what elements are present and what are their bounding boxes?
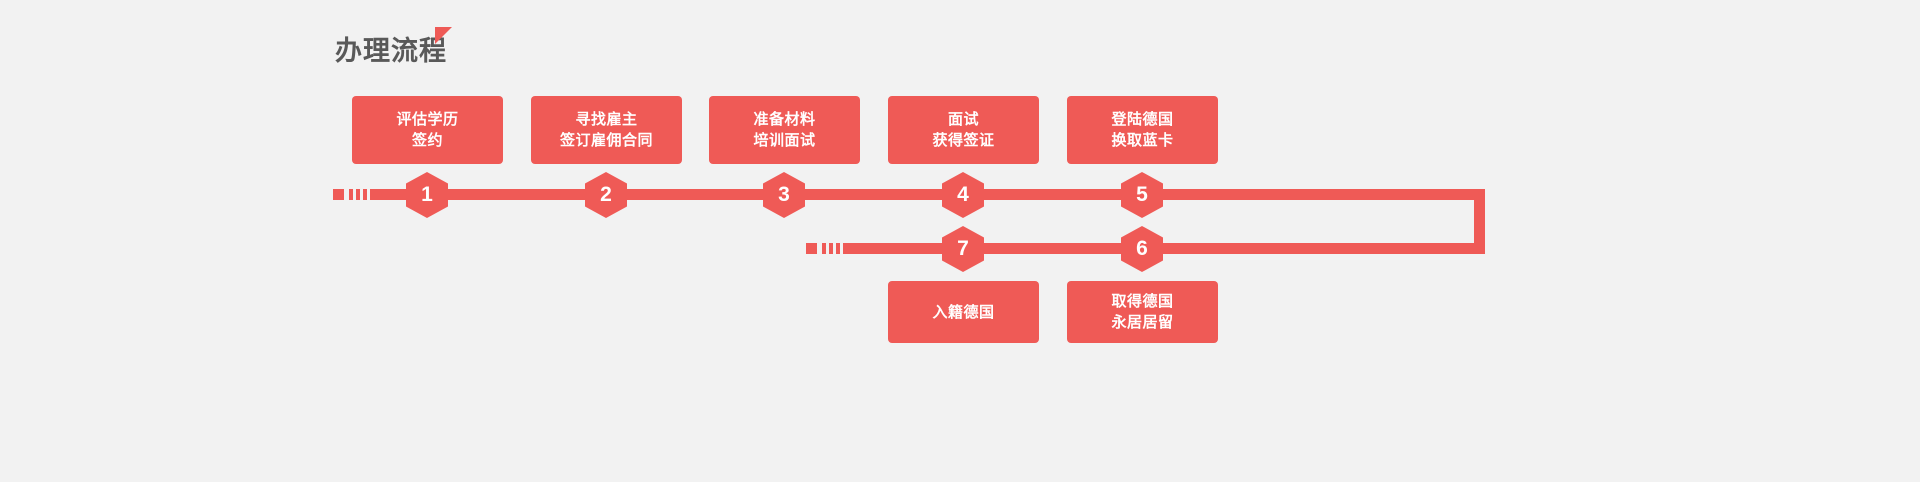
step-marker-1-label: 1 [421, 182, 433, 206]
step-marker-3[interactable]: 3 [763, 172, 805, 218]
step-card-1[interactable]: 评估学历 签约 [352, 96, 503, 164]
step-card-4[interactable]: 面试 获得签证 [888, 96, 1039, 164]
step-card-3-line-2: 培训面试 [753, 132, 816, 149]
step-card-5[interactable]: 登陆德国 换取蓝卡 [1067, 96, 1218, 164]
step-card-4-line-2: 获得签证 [932, 132, 995, 149]
track-start-tick-1 [349, 189, 353, 200]
page-title: 办理流程 [335, 36, 447, 66]
step-card-1-line-2: 签约 [411, 132, 443, 149]
step-card-2-line-1: 寻找雇主 [575, 111, 638, 128]
step-card-2[interactable]: 寻找雇主 签订雇佣合同 [531, 96, 682, 164]
step-card-5-line-1: 登陆德国 [1111, 111, 1174, 128]
step-marker-3-label: 3 [778, 182, 790, 206]
track-right-connector [1474, 189, 1485, 254]
step-card-2-line-2: 签订雇佣合同 [559, 132, 653, 149]
step-card-4-line-1: 面试 [947, 111, 979, 128]
step-card-3[interactable]: 准备材料 培训面试 [709, 96, 860, 164]
track-start-tick-2 [356, 189, 360, 200]
step-marker-6[interactable]: 6 [1121, 226, 1163, 272]
track-row2-start-tick-3 [836, 243, 840, 254]
step-marker-1[interactable]: 1 [406, 172, 448, 218]
step-marker-6-label: 6 [1136, 236, 1148, 260]
track-row2-start-tick-2 [829, 243, 833, 254]
step-card-6[interactable]: 取得德国 永居居留 [1067, 281, 1218, 343]
section-title-block: 办理流程 [335, 27, 452, 74]
track-row2-start-dash-square [806, 243, 817, 254]
step-card-1-line-1: 评估学历 [396, 111, 459, 128]
step-card-5-line-2: 换取蓝卡 [1111, 132, 1174, 149]
step-marker-2[interactable]: 2 [585, 172, 627, 218]
step-marker-7-label: 7 [957, 236, 969, 260]
step-marker-5-label: 5 [1136, 182, 1148, 206]
step-marker-2-label: 2 [600, 182, 612, 206]
step-card-7[interactable]: 入籍德国 [888, 281, 1039, 343]
step-marker-7[interactable]: 7 [942, 226, 984, 272]
track-row2-line [843, 243, 1485, 254]
track-row2-start-tick-1 [822, 243, 826, 254]
step-marker-4[interactable]: 4 [942, 172, 984, 218]
track-start-dash-square [333, 189, 344, 200]
track-start-tick-3 [363, 189, 367, 200]
step-card-6-line-1: 取得德国 [1111, 293, 1174, 310]
track-row1-line [370, 189, 1485, 200]
step-card-3-line-1: 准备材料 [753, 111, 816, 128]
step-card-6-line-2: 永居居留 [1111, 314, 1174, 331]
title-accent-triangle-icon [435, 27, 452, 44]
step-marker-4-label: 4 [957, 182, 969, 206]
step-marker-5[interactable]: 5 [1121, 172, 1163, 218]
step-card-7-line-1: 入籍德国 [932, 303, 995, 321]
